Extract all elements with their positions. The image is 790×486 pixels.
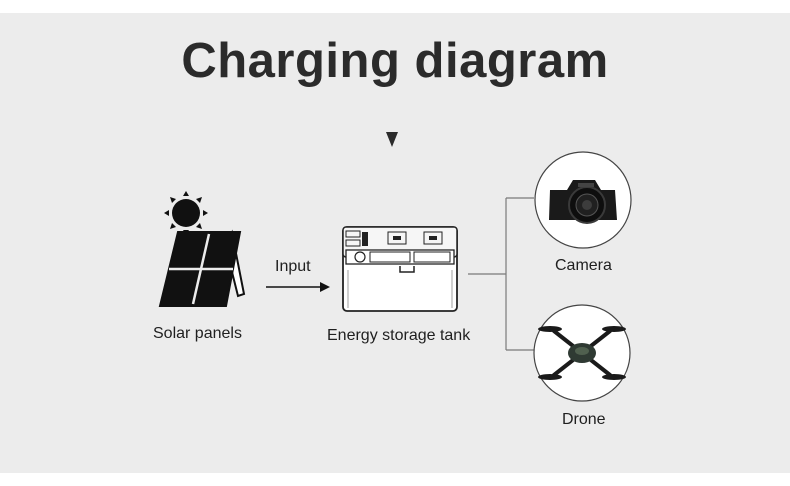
- node-label-solar-panels: Solar panels: [153, 325, 242, 342]
- page-title: Charging diagram: [181, 34, 609, 88]
- input-arrow: [266, 282, 330, 292]
- camera-icon: [534, 151, 632, 249]
- edge-label-input: Input: [275, 258, 311, 275]
- drone-icon: [533, 304, 631, 402]
- node-label-drone: Drone: [562, 411, 606, 428]
- connector-lines: [468, 197, 534, 351]
- node-label-energy-storage-tank: Energy storage tank: [327, 327, 471, 344]
- node-label-camera: Camera: [555, 257, 612, 274]
- solar-panel-icon: [158, 191, 246, 307]
- chevron-down-icon: [386, 132, 398, 147]
- sun-icon: [164, 191, 208, 235]
- power-station-icon: [342, 226, 458, 312]
